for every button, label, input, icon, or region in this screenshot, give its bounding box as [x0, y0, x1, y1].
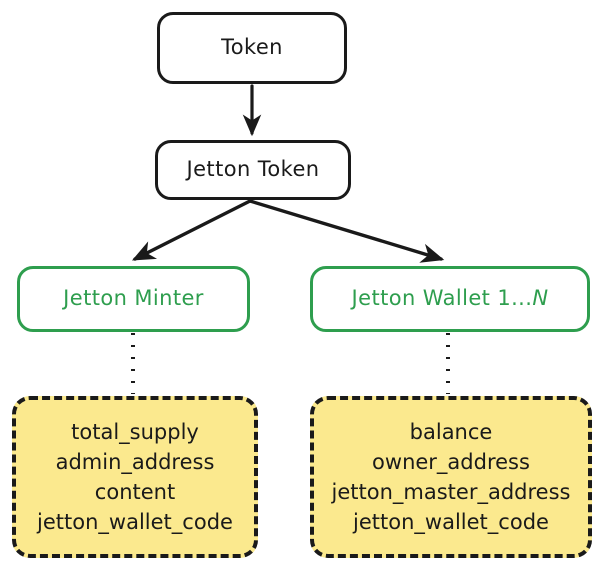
node-jetton-token[interactable]: Jetton Token — [155, 140, 351, 200]
node-jetton-wallet-label-suffix: N — [532, 286, 549, 311]
node-jetton-wallet-label: Jetton Wallet 1...N — [352, 287, 549, 310]
attribute-line: jetton_master_address — [331, 480, 571, 504]
node-jetton-minter[interactable]: Jetton Minter — [17, 266, 250, 332]
node-jetton-minter-label: Jetton Minter — [63, 286, 204, 311]
node-token-label: Token — [221, 35, 283, 60]
node-minter-attributes[interactable]: total_supply admin_address content jetto… — [12, 396, 258, 558]
node-jetton-wallet-label-main: Jetton Wallet 1... — [351, 286, 533, 311]
attribute-line: jetton_wallet_code — [37, 510, 233, 534]
node-jetton-wallet[interactable]: Jetton Wallet 1...N — [310, 266, 590, 332]
attribute-line: owner_address — [372, 450, 530, 474]
edge-jetton-token-to-wallet — [248, 199, 445, 263]
attribute-line: jetton_wallet_code — [353, 510, 549, 534]
edge-jetton-token-to-minter — [131, 199, 252, 261]
node-jetton-token-label: Jetton Token — [186, 157, 320, 182]
node-token[interactable]: Token — [157, 12, 347, 84]
node-wallet-attributes[interactable]: balance owner_address jetton_master_addr… — [310, 396, 592, 558]
attribute-line: balance — [409, 420, 493, 444]
attribute-line: content — [94, 480, 176, 504]
attribute-line: total_supply — [71, 420, 199, 444]
attribute-line: admin_address — [55, 450, 215, 474]
